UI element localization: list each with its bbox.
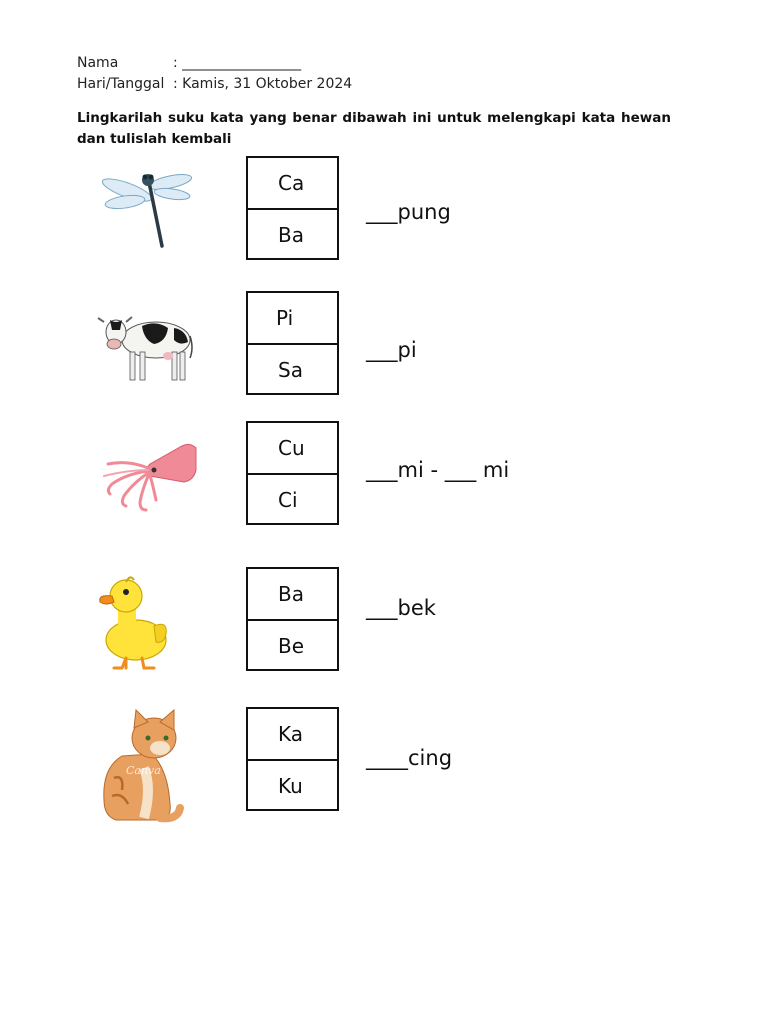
name-label: Nama (77, 55, 119, 71)
syllable-box: Ba Be (246, 567, 339, 671)
syllable-option[interactable]: Sa (248, 343, 337, 393)
syllable-box: Cu Ci (246, 421, 339, 525)
syllable-box: Pi Sa (246, 291, 339, 395)
syllable-option[interactable]: Cu (278, 436, 305, 460)
syllable-option[interactable]: Ci (248, 473, 337, 523)
name-field: : _________________ (173, 55, 302, 71)
syllable-option[interactable]: Be (248, 619, 337, 669)
date-row: Hari/Tanggal : Kamis, 31 Oktober 2024 (77, 76, 352, 92)
incomplete-word: ___pung (366, 200, 451, 224)
syllable-option[interactable]: Pi (276, 306, 294, 330)
incomplete-word: ___mi - ___ mi (366, 458, 510, 482)
syllable-option[interactable]: Ba (248, 208, 337, 258)
date-label: Hari/Tanggal (77, 76, 165, 92)
syllable-option[interactable]: Ca (278, 171, 305, 195)
duck-image (99, 576, 167, 670)
instruction-text: Lingkarilah suku kata yang benar dibawah… (77, 110, 671, 147)
syllable-box: Ca Ba (246, 156, 339, 260)
cat-image: Canva (103, 708, 184, 823)
cow-image (97, 316, 193, 381)
incomplete-word: ___bek (366, 596, 436, 620)
name-row: Nama : _________________ (77, 55, 301, 71)
syllable-box: Ka Ku (246, 707, 339, 811)
syllable-option[interactable]: Ka (278, 722, 304, 746)
dragonfly-image (101, 174, 193, 248)
incomplete-word: ____cing (366, 746, 453, 770)
squid-image (103, 443, 197, 512)
syllable-option[interactable]: Ba (278, 582, 304, 606)
date-value: : Kamis, 31 Oktober 2024 (173, 76, 353, 92)
watermark-text: Canva (126, 764, 161, 777)
syllable-option[interactable]: Ku (248, 759, 337, 809)
incomplete-word: ___pi (366, 338, 417, 362)
